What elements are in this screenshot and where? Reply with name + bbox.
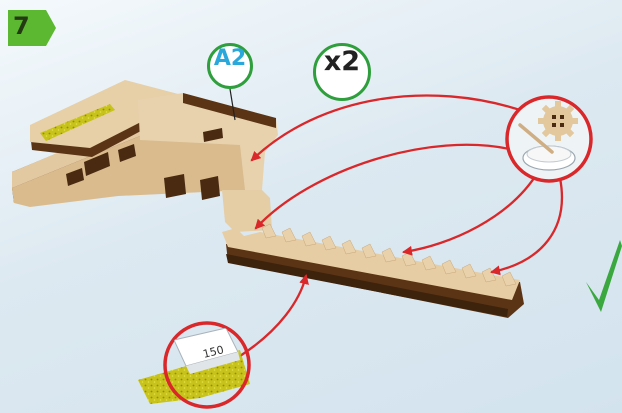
- sandpaper-callout: 150: [138, 323, 250, 407]
- gear-icon: [538, 101, 578, 141]
- quantity-label: x2: [313, 43, 371, 101]
- glue-gear-callout: [507, 97, 591, 181]
- part-label-a2: A2: [207, 43, 253, 89]
- check-icon: [586, 240, 622, 312]
- toothed-rack-part: [222, 224, 524, 318]
- house-plywood-part: [12, 80, 278, 232]
- step-number: 7: [13, 12, 30, 40]
